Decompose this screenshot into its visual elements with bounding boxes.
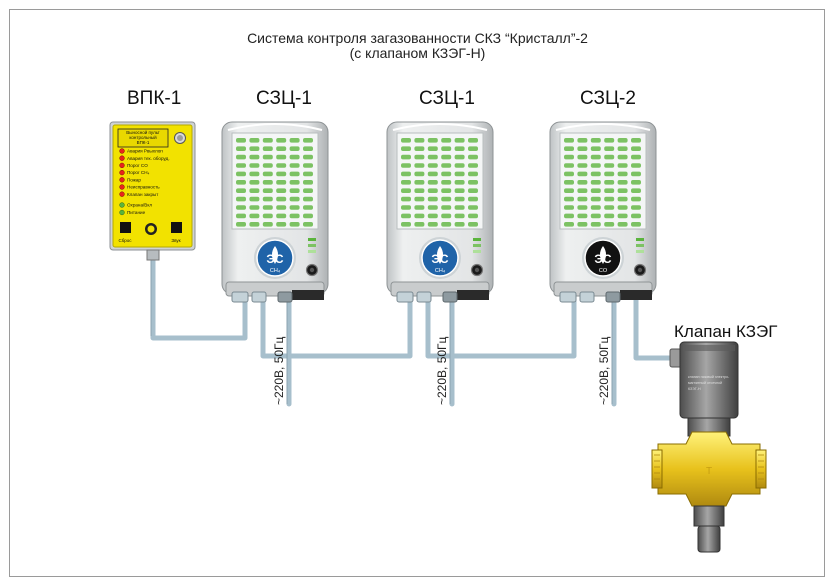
status-label: Питание bbox=[127, 210, 146, 215]
sound-button-label: Звук bbox=[171, 238, 180, 243]
device-label-vpk1: ВПК-1 bbox=[127, 88, 182, 109]
vent-grill bbox=[231, 132, 319, 230]
indicator-label: Пожар bbox=[127, 177, 141, 182]
es-logo-icon: ЭС CH₄ bbox=[254, 237, 296, 279]
vpk-header-2: контрольный bbox=[129, 134, 157, 140]
szc2-unit: ЭС CO bbox=[549, 121, 657, 303]
vpk-header-1: Выносной пульт bbox=[126, 129, 160, 135]
indicator-led bbox=[119, 191, 125, 197]
reset-button[interactable] bbox=[120, 222, 131, 233]
indicator-label: Клапан закрыт bbox=[127, 192, 159, 197]
power-label-1: ~220В, 50Гц bbox=[272, 336, 286, 405]
status-led bbox=[119, 202, 125, 208]
logo-text: ЭС bbox=[266, 252, 284, 266]
vent-grill bbox=[396, 132, 484, 230]
diagram-title-line1: Система контроля загазованности СКЗ “Кри… bbox=[247, 30, 588, 46]
es-logo-icon: ЭС CO bbox=[582, 237, 624, 279]
device-label-szc2: СЗЦ-2 bbox=[580, 88, 636, 109]
es-logo-icon: ЭС CH₄ bbox=[419, 237, 461, 279]
svg-text:клапан газовый электро-: клапан газовый электро- bbox=[688, 375, 730, 379]
indicator-led bbox=[119, 162, 125, 169]
kzeg-valve: клапан газовый электро- магнитный отсечн… bbox=[651, 341, 767, 553]
gas-type-label: CO bbox=[599, 268, 608, 274]
device-label-szc1-b: СЗЦ-1 bbox=[419, 88, 475, 109]
szc1-unit-a: ЭС CH₄ bbox=[221, 121, 329, 303]
status-led bbox=[119, 209, 125, 216]
svg-text:КЗЭГ-Н: КЗЭГ-Н bbox=[688, 387, 701, 391]
reset-button-label: Сброс bbox=[118, 238, 132, 243]
indicator-label: Неисправность bbox=[127, 185, 160, 190]
interconnect-cables bbox=[150, 255, 679, 407]
indicator-led bbox=[119, 169, 125, 176]
indicator-label: Порог CO bbox=[127, 163, 148, 168]
indicator-label: Авария Рвыхлоп bbox=[127, 149, 163, 154]
sound-button[interactable] bbox=[171, 222, 182, 233]
device-label-szc1-a: СЗЦ-1 bbox=[256, 88, 312, 109]
indicator-led bbox=[119, 155, 125, 161]
indicator-led bbox=[119, 177, 125, 183]
gas-type-label: CH₄ bbox=[435, 268, 446, 274]
valve-label: Клапан КЗЭГ bbox=[674, 322, 778, 341]
indicator-label: Авария тех. оборуд. bbox=[127, 156, 170, 161]
power-label-2: ~220В, 50Гц bbox=[435, 336, 449, 405]
diagram-title-line2: (с клапаном КЗЭГ-Н) bbox=[349, 45, 486, 61]
vent-grill bbox=[559, 132, 647, 230]
diagram-frame bbox=[9, 9, 825, 577]
gas-type-label: CH₄ bbox=[270, 268, 281, 274]
indicator-led bbox=[119, 148, 125, 154]
indicator-led bbox=[119, 184, 125, 190]
logo-text: ЭС bbox=[431, 252, 449, 266]
logo-text: ЭС bbox=[594, 252, 612, 266]
status-label: Охрана/Вкл bbox=[127, 203, 152, 208]
svg-text:магнитный отсечной: магнитный отсечной bbox=[688, 381, 722, 385]
szc1-unit-b: ЭС CH₄ bbox=[386, 121, 494, 303]
indicator-label: Порог CH₄ bbox=[127, 170, 150, 175]
vpk1-panel: Выносной пульт контрольный ВПК-1 Авария … bbox=[109, 121, 196, 261]
vpk-header-3: ВПК-1 bbox=[137, 140, 150, 145]
svg-text:T: T bbox=[706, 466, 712, 477]
power-label-3: ~220В, 50Гц bbox=[597, 336, 611, 405]
